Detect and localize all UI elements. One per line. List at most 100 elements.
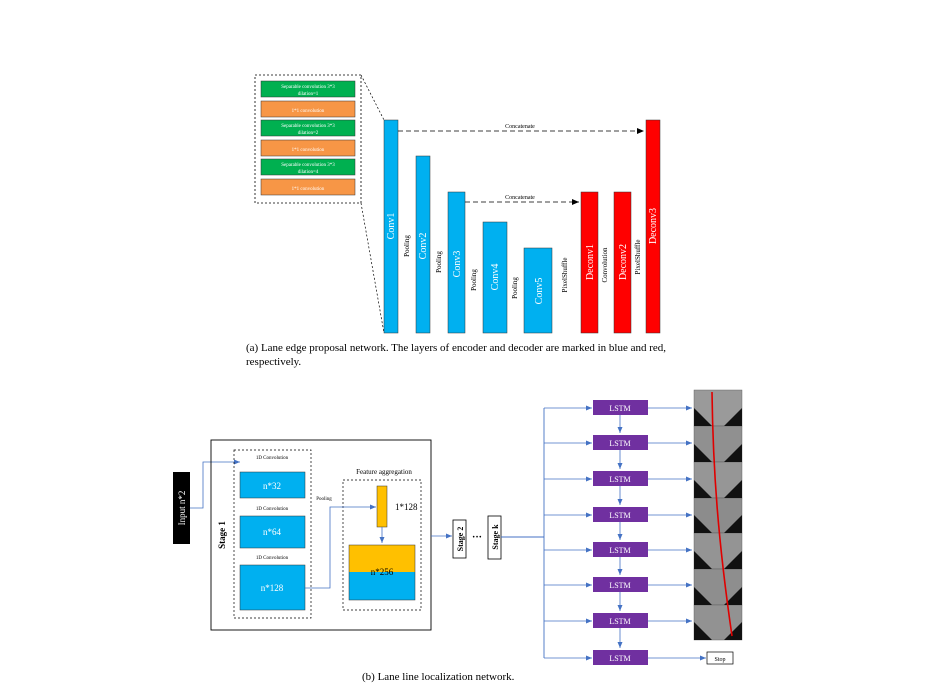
lstm-cell-7 (593, 613, 648, 628)
deconv2-label: Deconv2 (618, 244, 629, 280)
block-layer-6: 1*1 convolution (260, 178, 356, 196)
conv4-label: Conv4 (490, 264, 501, 291)
stage2-box (452, 519, 467, 559)
block-layer-3: Separable convolution 3*3 dilation=2 (260, 119, 356, 137)
op-label-pooling-4: Pooling (511, 277, 519, 299)
stage1-label: Stage 1 (217, 521, 227, 549)
block-layer-5-line-2: dilation=4 (298, 170, 319, 175)
lstm-cell-6 (593, 577, 648, 592)
decoder-deconv3: Deconv3 (645, 119, 661, 334)
road-wedge-right-4 (724, 515, 742, 533)
block-layer-2: 1*1 convolution (260, 100, 356, 118)
road-wedge-right-6 (724, 587, 742, 605)
pooling-arrow (305, 504, 376, 589)
block-layer-5-line-1: Separable convolution 3*3 (281, 163, 335, 168)
feature-box-n32-label: n*32 (263, 481, 281, 491)
block-layer-1: Separable convolution 3*3 dilation=1 (260, 80, 356, 98)
pooling-label: Pooling (316, 497, 332, 502)
conv-label-1: 1D Convolution (256, 456, 289, 461)
road-wedge-left-3 (694, 480, 712, 498)
lstm-branches (543, 405, 592, 661)
encoder-conv5: Conv5 (523, 247, 553, 334)
block-layer-3-line-1: Separable convolution 3*3 (281, 124, 335, 129)
conv-dashed-frame (233, 449, 312, 619)
block-dashed-frame (254, 74, 362, 204)
caption-b: (b) Lane line localization network. (362, 671, 515, 683)
conv3-label: Conv3 (452, 251, 463, 278)
block-layer-4-text: 1*1 convolution (292, 148, 325, 153)
lstm-cell-2 (593, 435, 648, 450)
skip-label-bottom: Concatenate (505, 195, 535, 201)
stage2-label: Stage 2 (456, 527, 465, 552)
stagek-box (487, 515, 502, 560)
input-arrow (190, 459, 240, 509)
zoom-line-top (360, 74, 385, 121)
conv1-label: Conv1 (386, 213, 397, 240)
block-layer-5: Separable convolution 3*3 dilation=4 (260, 158, 356, 176)
road-wedge-right-5 (724, 551, 742, 569)
lstm-cells: LSTM LSTM LSTM LSTM LSTM LSTM LSTM LSTM (593, 400, 648, 665)
aggregated-box-bottom (349, 572, 415, 600)
separable-block-detail: Separable convolution 3*3 dilation=1 1*1… (254, 74, 362, 204)
op-label-pixelshuffle-1: PixelShuffle (561, 258, 569, 293)
conv2-label: Conv2 (418, 233, 429, 260)
block-layer-1-line-2: dilation=1 (298, 92, 319, 97)
stop-label: Stop (714, 657, 725, 663)
aggregated-box-top (349, 545, 415, 572)
road-wedge-left-1 (694, 408, 712, 426)
conv5-label: Conv5 (534, 278, 545, 305)
op-label-pooling-3: Pooling (470, 269, 478, 291)
op-label-pixelshuffle-2: PixelShuffle (634, 240, 642, 275)
encoder-conv2: Conv2 (415, 155, 431, 334)
block-layer-4: 1*1 convolution (260, 139, 356, 157)
block-layer-3-line-2: dilation=2 (298, 131, 319, 136)
encoder-conv1: Conv1 (383, 119, 399, 334)
encoder-conv3: Conv3 (447, 191, 466, 334)
lstm-cell-3-label: LSTM (609, 475, 630, 484)
road-wedge-right-1 (724, 408, 742, 426)
deconv3-label: Deconv3 (648, 208, 659, 244)
road-wedge-right-7 (724, 622, 742, 640)
stage-ellipsis: ··· (472, 532, 482, 543)
input-box: Input n*2 (173, 472, 190, 544)
block-layer-6-text: 1*1 convolution (292, 187, 325, 192)
lstm-cell-1 (593, 400, 648, 415)
detected-lane-line (711, 391, 733, 637)
pooled-vector-label: 1*128 (395, 502, 418, 512)
conv-label-2: 1D Convolution (256, 507, 289, 512)
stagek-label: Stage k (491, 524, 500, 550)
lstm-cell-8 (593, 650, 648, 665)
block-layer-1-line-1: Separable convolution 3*3 (281, 85, 335, 90)
feature-box-n64 (239, 515, 306, 549)
decoder-deconv2: Deconv2 (613, 191, 632, 334)
lstm-cell-8-label: LSTM (609, 654, 630, 663)
road-wedge-left-4 (694, 515, 712, 533)
caption-a: (a) Lane edge proposal network. The laye… (246, 342, 667, 368)
decoder-deconv1: Deconv1 (580, 191, 599, 334)
op-label-pooling-1: Pooling (403, 235, 411, 257)
output-arrows (648, 405, 706, 661)
lstm-cell-7-label: LSTM (609, 617, 630, 626)
aggregated-box-label: n*256 (371, 567, 394, 577)
feature-box-n128 (239, 564, 306, 611)
road-wedge-left-2 (694, 444, 712, 462)
op-label-convolution: Convolution (601, 247, 609, 283)
feature-box-n128-label: n*128 (261, 583, 284, 593)
block-layer-2-text: 1*1 convolution (292, 109, 325, 114)
deconv1-label: Deconv1 (585, 244, 596, 280)
lstm-cell-2-label: LSTM (609, 439, 630, 448)
feature-box-n64-label: n*64 (263, 527, 282, 537)
road-wedge-left-5 (694, 551, 712, 569)
road-image-strip (693, 389, 743, 641)
conv-label-3: 1D Convolution (256, 556, 289, 561)
pooled-vector-bar (376, 485, 388, 528)
lstm-cell-1-label: LSTM (609, 404, 630, 413)
skip-label-top: Concatenate (505, 124, 535, 130)
feature-box-n32 (239, 471, 306, 499)
lstm-cell-4-label: LSTM (609, 511, 630, 520)
stop-box (706, 651, 734, 665)
road-wedge-right-2 (724, 444, 742, 462)
lstm-cell-5 (593, 542, 648, 557)
zoom-line-bottom (360, 202, 385, 334)
